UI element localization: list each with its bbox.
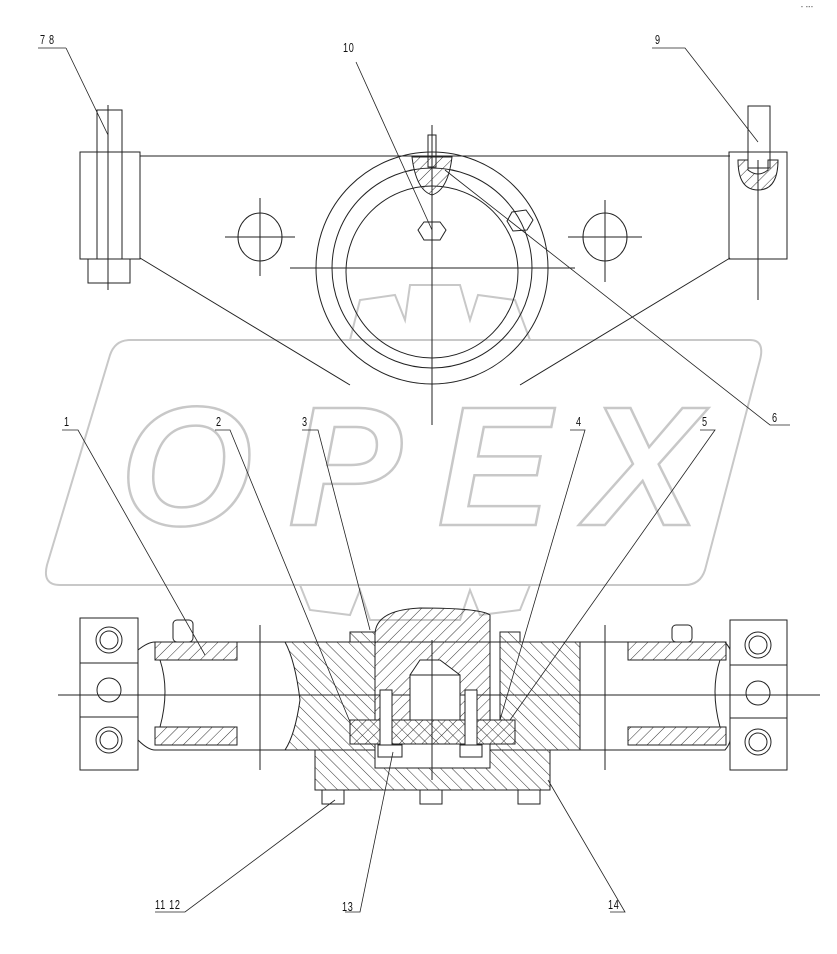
left-bearing-block bbox=[79, 151, 141, 260]
callout-1: 1 bbox=[64, 414, 70, 429]
callout-5: 5 bbox=[702, 414, 708, 429]
callout-7-8: 7 8 bbox=[40, 32, 55, 47]
bolt-left bbox=[379, 689, 393, 746]
watermark-logo: OPEX bbox=[44, 284, 763, 621]
right-end-block bbox=[729, 619, 788, 771]
watermark-text: OPEX bbox=[120, 372, 709, 562]
pivot-insert bbox=[374, 607, 491, 721]
callout-14: 14 bbox=[608, 897, 620, 912]
callout-10: 10 bbox=[343, 40, 355, 55]
callout-9: 9 bbox=[655, 32, 661, 47]
section-view bbox=[58, 607, 820, 805]
right-pin bbox=[747, 105, 771, 169]
corner-mark: - --- bbox=[801, 2, 814, 11]
callout-4: 4 bbox=[576, 414, 582, 429]
callout-11-12: 11 12 bbox=[155, 897, 181, 912]
left-end-block bbox=[79, 617, 139, 771]
left-pin bbox=[96, 109, 123, 153]
top-view bbox=[79, 105, 788, 425]
left-nut bbox=[87, 258, 131, 284]
callout-3: 3 bbox=[302, 414, 308, 429]
bolt-right bbox=[464, 689, 478, 746]
grease-fitting-boss bbox=[411, 156, 453, 196]
callout-13: 13 bbox=[342, 899, 354, 914]
callout-2: 2 bbox=[216, 414, 222, 429]
hex-bolt bbox=[506, 209, 534, 232]
callout-6: 6 bbox=[772, 410, 778, 425]
leader-lines bbox=[38, 47, 790, 913]
hex-plug bbox=[417, 221, 447, 241]
center-housing bbox=[284, 631, 581, 791]
